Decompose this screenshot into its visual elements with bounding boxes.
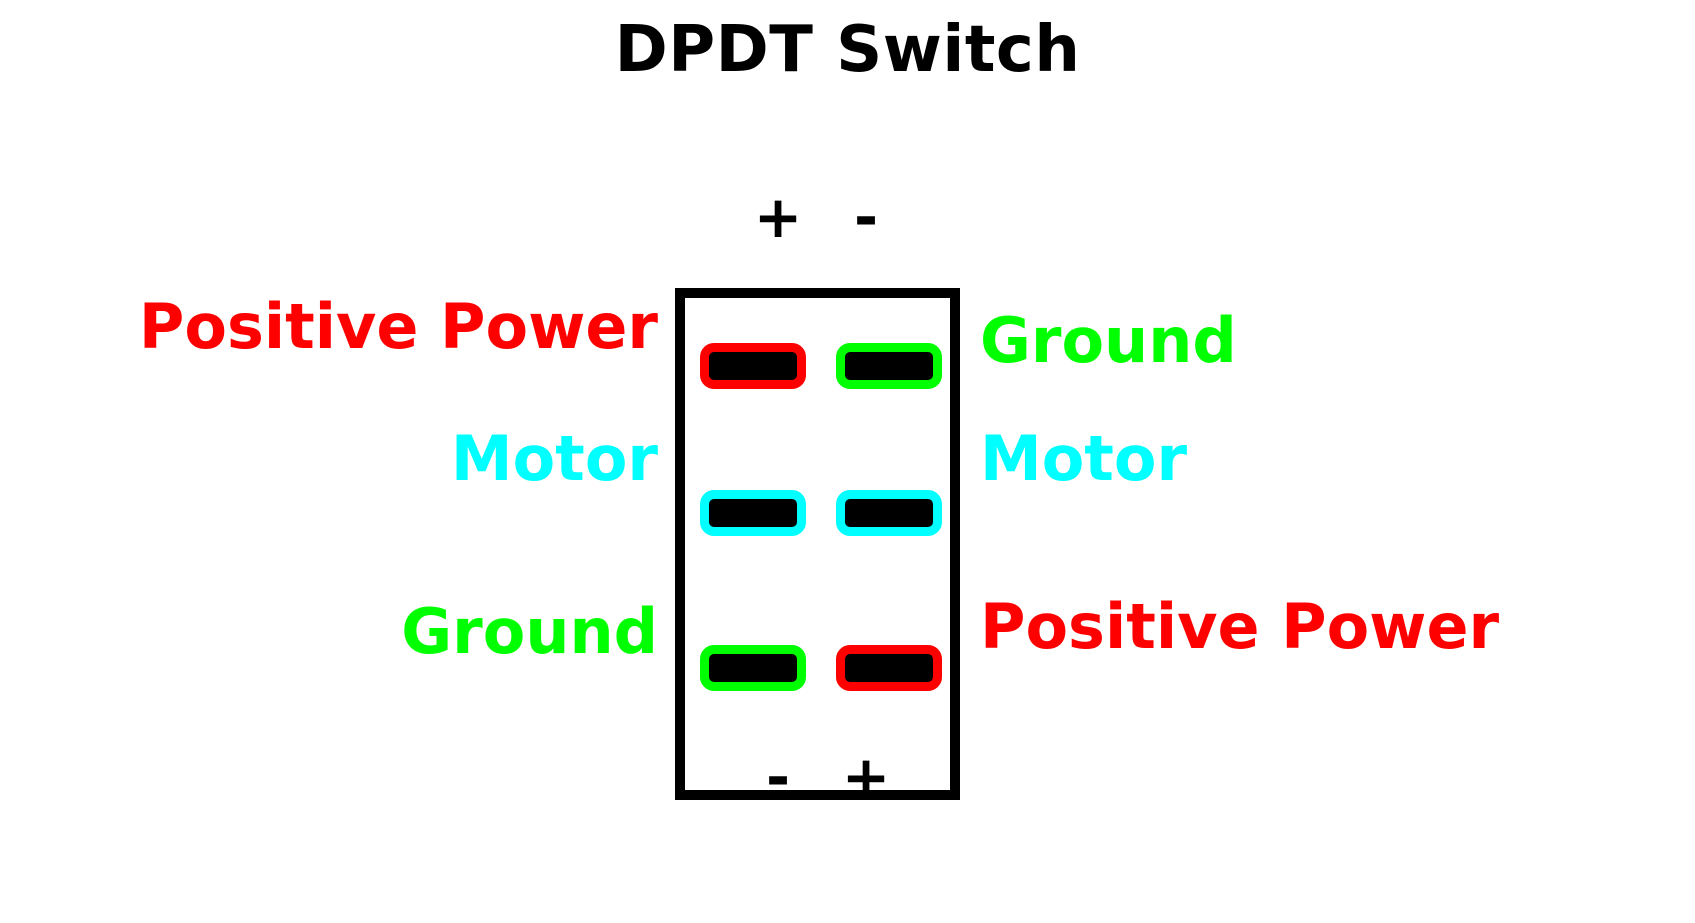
terminal-row2-left [700, 490, 806, 536]
terminal-label-row1-left: Positive Power [138, 290, 658, 363]
page-title: DPDT Switch [614, 13, 1081, 87]
terminal-row3-right [836, 645, 942, 691]
terminal-row1-left [700, 343, 806, 389]
polarity-marker-bottom-left: - [765, 743, 791, 811]
terminal-row3-left [700, 645, 806, 691]
polarity-marker-top-right: - [853, 183, 879, 251]
polarity-marker-bottom-right: + [841, 743, 891, 811]
terminal-label-row3-right: Positive Power [980, 590, 1500, 663]
terminal-label-row2-left: Motor [450, 422, 658, 495]
terminal-label-row3-left: Ground [401, 595, 658, 668]
terminal-row2-right [836, 490, 942, 536]
terminal-label-row2-right: Motor [980, 422, 1188, 495]
polarity-marker-top-left: + [753, 183, 803, 251]
terminal-label-row1-right: Ground [980, 304, 1237, 377]
terminal-row1-right [836, 343, 942, 389]
